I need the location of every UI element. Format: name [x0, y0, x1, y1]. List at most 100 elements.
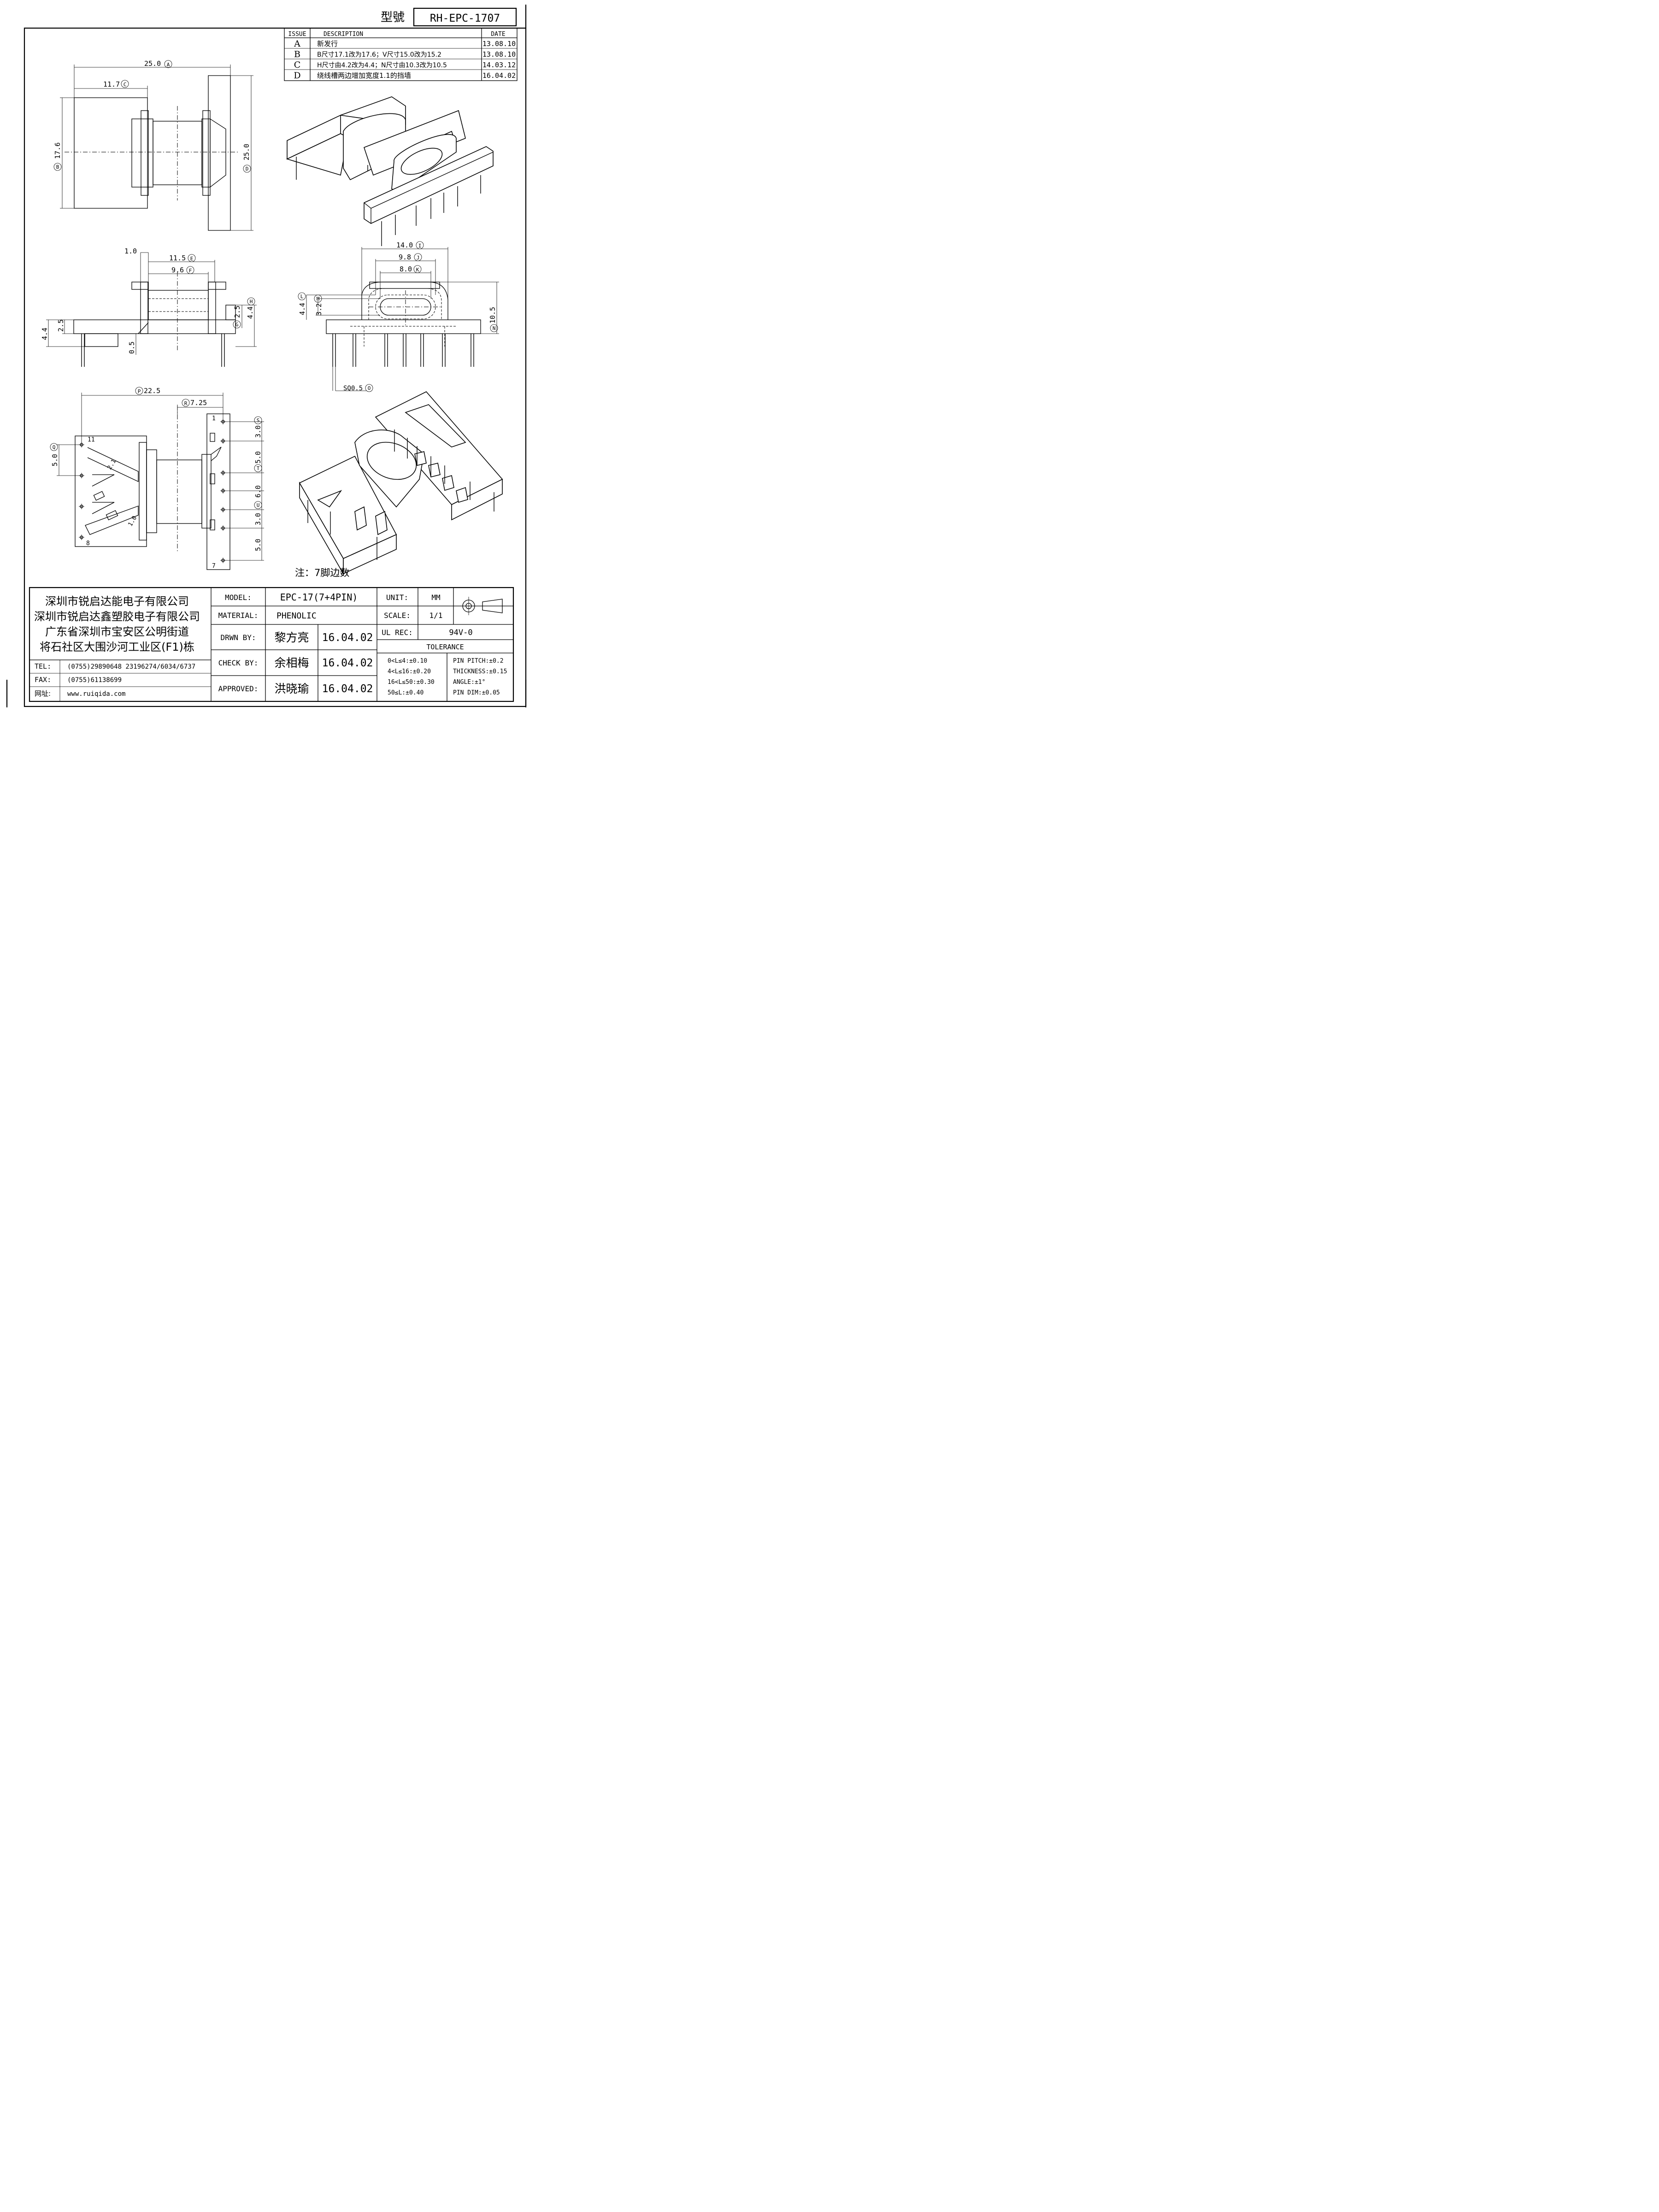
dim-mark: B: [56, 164, 59, 170]
drawn-name: 黎方亮: [274, 631, 309, 644]
scale-label: SCALE:: [384, 611, 411, 620]
dim-bottom-5-0: 5.0: [254, 539, 262, 551]
dim-bottom-q: 5.0: [51, 454, 59, 466]
sheet-border: [24, 27, 527, 707]
company-line: 广东省深圳市宝安区公明街道: [45, 625, 189, 638]
dim-front-2-5: 2.5: [233, 306, 241, 318]
rev-row-date: 13.08.10: [482, 50, 516, 59]
company-line: 将石社区大围沙河工业区(F1)栋: [40, 641, 194, 653]
dim-bottom-s: 3.0: [254, 425, 262, 438]
dim-side-n: 10.5: [488, 307, 497, 324]
dim-front-h: 4.4: [246, 306, 254, 319]
model-number: RH-EPC-1707: [430, 12, 500, 24]
dim-top-a: 25.0: [144, 59, 161, 68]
rev-row-issue: B: [294, 49, 300, 59]
iso-view-bottom: [299, 391, 503, 575]
model-label-tb: MODEL:: [225, 593, 252, 602]
dim-bottom-p: 22.5: [144, 387, 160, 395]
dim-mark: D: [246, 166, 249, 172]
dim-top-d: 25.0: [242, 144, 251, 160]
pin-label-1: 1: [212, 415, 216, 422]
fax-label: FAX:: [35, 676, 51, 684]
tel-label: TEL:: [35, 662, 51, 671]
unit-value: MM: [431, 593, 440, 602]
tol-left: 4<L≤16:±0.20: [388, 668, 431, 675]
revision-table: ISSUE DESCRIPTION DATE A 新发行 13.08.10 B …: [284, 28, 518, 81]
web-value: www.ruiqida.com: [67, 690, 125, 698]
check-date: 16.04.02: [322, 657, 373, 669]
rev-row-description: H尺寸由4.2改为4.4；N尺寸由10.3改为10.5: [317, 62, 447, 69]
dim-top-b: 17.6: [53, 142, 62, 159]
slot-dim-2-1: 2.1: [106, 458, 118, 471]
dim-side-i: 14.0: [396, 241, 413, 249]
dim-front-2-5-left: 2.5: [57, 319, 65, 332]
dim-mark: K: [416, 267, 419, 273]
scale-value: 1/1: [429, 611, 443, 620]
dim-mark: P: [138, 388, 141, 394]
approved-name: 洪晓瑜: [274, 682, 309, 695]
front-view: 1.0 11.5 E 9.6 F 4.4 H 2.5 G 4.4 2.5 0.5: [41, 247, 257, 367]
pin-label-8: 8: [86, 540, 90, 547]
dim-mark: S: [257, 418, 260, 424]
top-view: 25.0 A 11.7 C 17.6 B 25.0 D: [53, 59, 253, 231]
iso-view-top: [286, 96, 494, 246]
rev-row-date: 16.04.02: [482, 71, 516, 80]
tolerance-label: TOLERANCE: [426, 643, 464, 651]
drawing-sheet: 型號 RH-EPC-1707 ISSUE DESCRIPTION DATE A …: [6, 5, 527, 707]
pin-label-11: 11: [88, 436, 95, 443]
dim-mark: E: [190, 256, 194, 262]
dim-front-0-5: 0.5: [128, 341, 136, 354]
dim-mark: G: [235, 322, 239, 328]
pin-side-note: 注：7脚边数: [295, 567, 349, 578]
dim-mark: A: [167, 62, 170, 68]
title-block: 深圳市锐启达能电子有限公司 深圳市锐启达鑫塑胶电子有限公司 广东省深圳市宝安区公…: [29, 587, 514, 702]
dim-mark: T: [257, 465, 260, 471]
tol-right: THICKNESS:±0.15: [453, 668, 507, 675]
rev-row-description: 新发行: [317, 40, 338, 48]
dim-front-4-4-left: 4.4: [41, 328, 49, 340]
dim-mark: C: [124, 82, 127, 88]
dim-mark: Q: [53, 444, 56, 450]
rev-row-date: 14.03.12: [482, 61, 516, 69]
model-header: 型號 RH-EPC-1707: [381, 7, 517, 27]
material-label: MATERIAL:: [218, 611, 259, 620]
dim-top-c: 11.7: [103, 80, 120, 88]
rev-row-issue: A: [294, 39, 300, 49]
dim-mark: U: [257, 502, 260, 508]
rev-row-description: 绕线槽两边增加宽度1.1的挡墙: [317, 71, 411, 80]
rev-row-issue: C: [294, 60, 301, 70]
dim-mark: J: [417, 255, 420, 261]
dim-mark: O: [368, 385, 371, 391]
slot-dim-1-0: 1.0: [127, 515, 138, 528]
model-label: 型號: [381, 11, 405, 24]
model-value-tb: EPC-17(7+4PIN): [280, 592, 358, 603]
bottom-view: 11 8 1 7 2.1 1.0 P 22.5 R 7.25 5.0 Q S 3…: [50, 387, 264, 570]
dim-mark: I: [418, 243, 422, 249]
dim-mark: R: [184, 400, 188, 406]
dim-mark: L: [300, 294, 304, 300]
tel-value: (0755)29890648 23196274/6034/6737: [67, 663, 195, 671]
dim-front-e: 11.5: [169, 254, 186, 262]
dim-front-1: 1.0: [124, 247, 137, 255]
dim-mark: N: [493, 325, 496, 331]
approved-label: APPROVED:: [218, 684, 259, 693]
dim-side-l: 4.4: [298, 303, 306, 315]
pin-markers: [79, 419, 226, 563]
company-line: 深圳市锐启达鑫塑胶电子有限公司: [34, 610, 200, 623]
rev-header-issue: ISSUE: [288, 31, 306, 38]
tol-left: 0<L≤4:±0.10: [388, 658, 427, 665]
dim-bottom-3-0: 3.0: [254, 513, 262, 525]
dim-side-o: SQ0.5: [343, 385, 363, 392]
tol-right: PIN PITCH:±0.2: [453, 658, 504, 665]
rev-header-date: DATE: [491, 31, 505, 38]
fax-value: (0755)61138699: [67, 677, 122, 684]
dim-side-k: 8.0: [400, 265, 412, 273]
check-name: 余相梅: [274, 656, 309, 670]
dim-front-f: 9.6: [171, 266, 184, 274]
company-line: 深圳市锐启达能电子有限公司: [45, 595, 189, 608]
dim-bottom-u: 6.0: [254, 485, 262, 498]
dim-mark: F: [189, 268, 192, 274]
dim-mark: M: [317, 296, 320, 302]
dim-side-j: 9.8: [399, 253, 411, 261]
approved-date: 16.04.02: [322, 683, 373, 695]
